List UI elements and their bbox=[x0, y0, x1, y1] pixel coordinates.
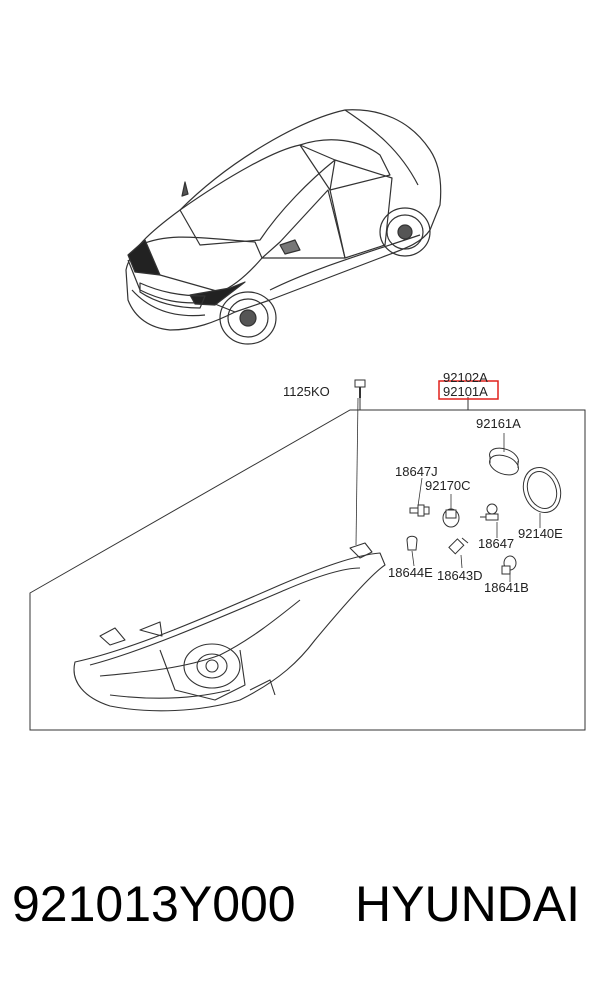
seal-cap-part bbox=[522, 467, 562, 513]
bulb-18644e-part bbox=[406, 535, 418, 551]
bulb-18647-part bbox=[480, 503, 499, 521]
bulb-18643d-part bbox=[448, 537, 469, 555]
headlamp-assembly bbox=[73, 542, 386, 712]
connector-part bbox=[442, 508, 460, 528]
label-92102a: 92102A bbox=[443, 370, 488, 385]
label-92101a: 92101A bbox=[443, 384, 488, 399]
label-92161a: 92161A bbox=[476, 416, 521, 431]
assembly-frame bbox=[29, 392, 586, 731]
fastener-bolt bbox=[354, 379, 366, 546]
car-illustration bbox=[125, 109, 442, 345]
part-number: 921013Y000 bbox=[12, 876, 296, 932]
label-18644e: 18644E bbox=[388, 565, 433, 580]
footer: 921013Y000 HYUNDAI bbox=[0, 875, 600, 945]
leader-lines bbox=[411, 433, 541, 582]
bulb-18641b-part bbox=[501, 555, 517, 575]
label-92170c: 92170C bbox=[425, 478, 471, 493]
brand-name: HYUNDAI bbox=[355, 876, 581, 932]
part-labels: 1125KO 92102A 92101A 92161A 18647J 92170… bbox=[283, 370, 563, 595]
label-18647: 18647 bbox=[478, 536, 514, 551]
parts-diagram: 1125KO 92102A 92101A 92161A 18647J 92170… bbox=[29, 109, 586, 731]
bulb-holder-part bbox=[409, 504, 430, 517]
highlight-box bbox=[438, 380, 499, 400]
label-18647j: 18647J bbox=[395, 464, 438, 479]
label-18643d: 18643D bbox=[437, 568, 483, 583]
label-1125ko: 1125KO bbox=[283, 384, 330, 399]
label-92140e: 92140E bbox=[518, 526, 563, 541]
label-18641b: 18641B bbox=[484, 580, 529, 595]
socket-ring-part bbox=[489, 447, 519, 476]
small-parts bbox=[406, 447, 562, 575]
